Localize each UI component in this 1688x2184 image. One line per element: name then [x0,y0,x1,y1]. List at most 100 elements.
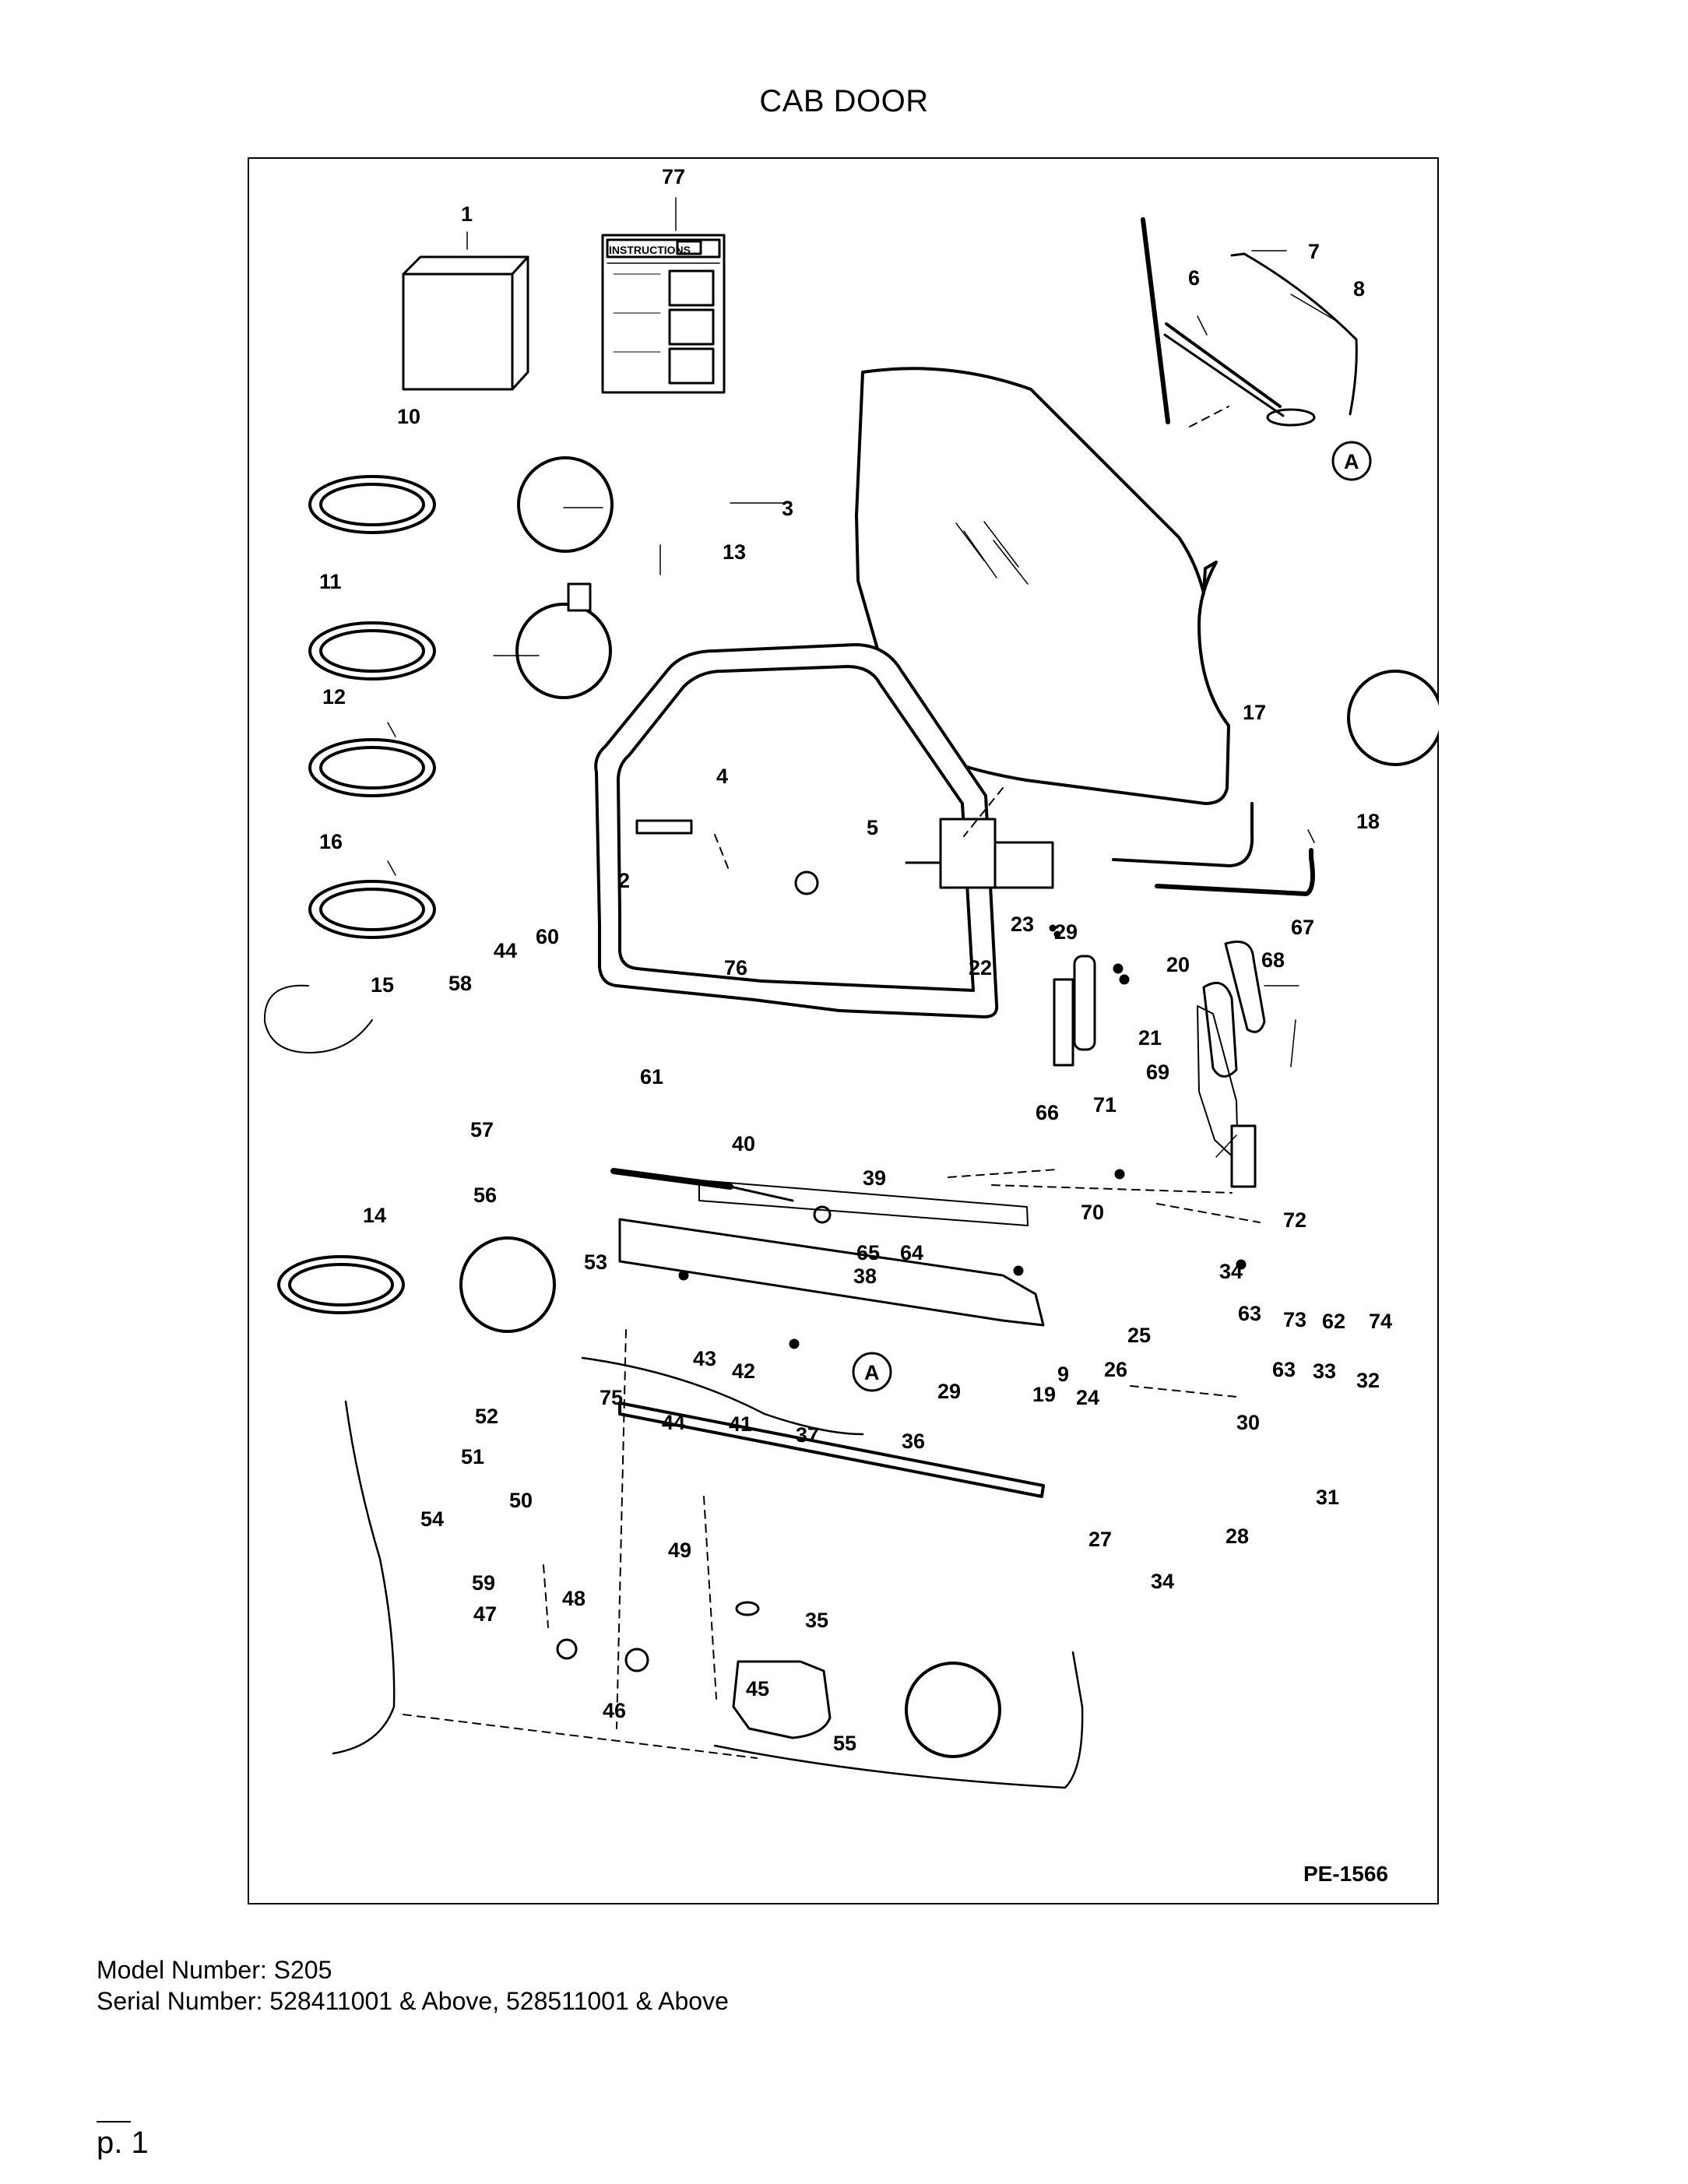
callout-72: 72 [1283,1208,1306,1232]
callout-54: 54 [420,1507,444,1531]
callout-77: 77 [662,165,685,188]
callout-42: 42 [732,1359,755,1383]
callout-55: 55 [833,1732,856,1755]
callout-20: 20 [1166,953,1190,976]
callout-29: 29 [1054,920,1078,944]
callout-13: 13 [723,540,746,564]
callout-34: 34 [1219,1260,1243,1283]
callout-2: 2 [618,869,630,892]
callout-76: 76 [724,956,747,979]
callout-69: 69 [1146,1060,1169,1084]
callout-61: 61 [640,1065,663,1088]
page-rule [97,2121,131,2122]
callout-27: 27 [1088,1528,1112,1551]
callout-18: 18 [1356,810,1380,833]
callout-29b: 29 [937,1380,961,1403]
callout-21: 21 [1138,1026,1162,1050]
callout-53: 53 [584,1250,607,1274]
assembly-lines [403,406,1261,1759]
callout-34b: 34 [1151,1570,1174,1593]
callout-25: 25 [1127,1324,1151,1347]
part-glass [855,367,1230,805]
part-seal-rolls [263,475,436,1314]
model-number: Model Number: S205 [97,1956,332,1984]
part-wiper-motor [905,818,1054,889]
callout-43: 43 [693,1347,716,1370]
part-latch-assembly [1053,941,1266,1188]
callout-67: 67 [1291,916,1314,939]
seal-profile-circles [459,456,1439,1758]
callout-12: 12 [322,685,346,709]
callout-1: 1 [461,202,473,226]
callout-59: 59 [472,1571,495,1595]
callout-63b: 63 [1272,1358,1296,1381]
callout-47: 47 [473,1602,497,1626]
callout-17: 17 [1243,701,1266,724]
callout-66: 66 [1036,1101,1059,1124]
callout-45: 45 [746,1677,769,1700]
callout-62: 62 [1322,1310,1345,1333]
part-13 [567,582,592,612]
callout-14: 14 [363,1204,386,1227]
callout-35: 35 [805,1609,828,1632]
callout-36: 36 [902,1430,925,1453]
part-wiper [1141,217,1358,427]
callout-44: 44 [494,939,517,962]
callout-11: 11 [319,570,342,593]
callout-75: 75 [600,1386,623,1409]
callout-6: 6 [1188,266,1200,290]
callout-41: 41 [729,1412,752,1436]
callout-16: 16 [319,830,343,853]
instructions-label: INSTRUCTIONS [609,244,691,256]
callout-63: 63 [1238,1302,1261,1325]
callout-56: 56 [473,1183,497,1207]
part-gas-strut [610,1168,832,1224]
callout-26: 26 [1104,1358,1127,1381]
reference-marker-label: A [864,1361,880,1384]
part-door-frame [594,643,999,1018]
part-instruction-sheet [601,234,726,394]
callout-49: 49 [668,1539,691,1562]
callout-31: 31 [1316,1486,1339,1509]
part-box [402,255,529,391]
callout-64: 64 [900,1241,923,1264]
callout-44b: 44 [662,1411,685,1434]
callout-50: 50 [509,1489,533,1512]
callout-37: 37 [796,1423,819,1447]
callout-10: 10 [397,405,420,428]
callout-28: 28 [1226,1525,1249,1548]
part-wiring-harness [332,1356,1084,1789]
part-lower-channel [618,1180,1045,1498]
diagram-code: PE-1566 [1303,1862,1388,1886]
callout-numbers: 1 2 3 4 5 6 7 8 9 10 11 12 13 14 15 16 1… [319,165,1392,1755]
diagram-frame [248,157,1439,1904]
callout-19: 19 [1032,1383,1056,1406]
part-washer-bottle [556,1601,832,1739]
callout-40: 40 [732,1132,755,1155]
serial-number: Serial Number: 528411001 & Above, 528511… [97,1987,729,2015]
callout-73: 73 [1283,1308,1306,1331]
callout-71: 71 [1093,1093,1117,1117]
callout-70: 70 [1081,1201,1104,1224]
callout-58: 58 [448,972,472,995]
callout-46: 46 [603,1699,626,1722]
callout-5: 5 [867,816,878,839]
callout-4: 4 [716,765,728,788]
callout-48: 48 [562,1587,586,1610]
callout-65: 65 [856,1241,880,1264]
part-glazing-strip [1112,802,1315,896]
callout-68: 68 [1261,948,1285,972]
exploded-parts-diagram: A A INSTRUCTIONS 1 2 3 4 5 6 7 8 9 10 11… [263,165,1439,1886]
callout-60: 60 [536,925,559,948]
callout-30: 30 [1236,1411,1260,1434]
callout-23: 23 [1011,913,1034,936]
callout-33: 33 [1313,1359,1336,1383]
callout-3: 3 [782,497,793,520]
reference-marker-A [852,441,1372,1392]
reference-marker-label: A [1344,450,1359,473]
callout-38: 38 [853,1264,877,1288]
callout-24: 24 [1076,1386,1099,1409]
callout-22: 22 [969,956,992,979]
callout-52: 52 [475,1405,498,1428]
callout-39: 39 [863,1166,886,1190]
